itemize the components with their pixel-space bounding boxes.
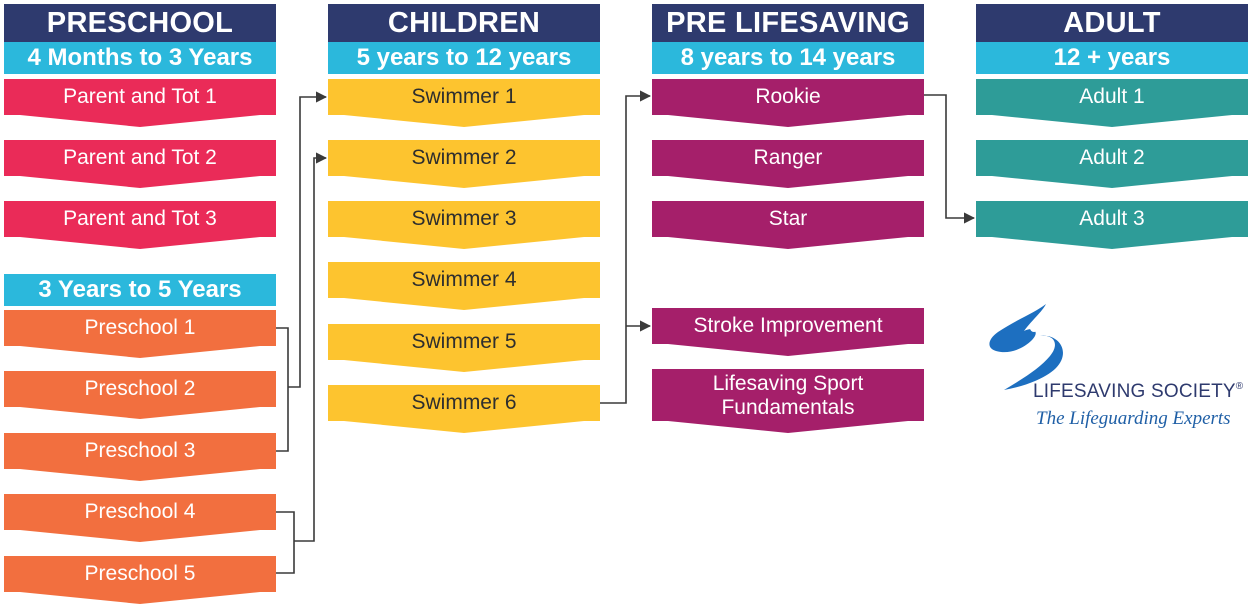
age-band-preschool: 3 Years to 5 Years bbox=[4, 274, 276, 306]
header-preschool: PRESCHOOL bbox=[4, 4, 276, 42]
logo-registered-mark: ® bbox=[1235, 381, 1244, 392]
level-label: Adult 2 bbox=[976, 140, 1248, 176]
chevron-down-icon bbox=[344, 360, 584, 372]
chevron-down-icon bbox=[20, 469, 260, 481]
level-ranger: Ranger bbox=[652, 140, 924, 188]
level-label: Adult 3 bbox=[976, 201, 1248, 237]
chevron-down-icon bbox=[20, 407, 260, 419]
level-preschool-1: Preschool 1 bbox=[4, 310, 276, 358]
level-preschool-2: Preschool 2 bbox=[4, 371, 276, 419]
level-adult-2: Adult 2 bbox=[976, 140, 1248, 188]
level-label: Preschool 1 bbox=[4, 310, 276, 346]
chevron-down-icon bbox=[344, 237, 584, 249]
header-pre-lifesaving: PRE LIFESAVING bbox=[652, 4, 924, 42]
chevron-down-icon bbox=[668, 421, 908, 433]
chevron-down-icon bbox=[20, 176, 260, 188]
chevron-down-icon bbox=[668, 344, 908, 356]
level-label: Preschool 5 bbox=[4, 556, 276, 592]
level-label: Parent and Tot 1 bbox=[4, 79, 276, 115]
bracket-preschool-4-5 bbox=[276, 511, 295, 574]
level-swimmer-5: Swimmer 5 bbox=[328, 324, 600, 372]
level-label: Preschool 3 bbox=[4, 433, 276, 469]
chevron-down-icon bbox=[668, 115, 908, 127]
connector-preschool-to-swimmer-2 bbox=[294, 152, 328, 542]
header-children: CHILDREN bbox=[328, 4, 600, 42]
logo-name: LIFESAVING SOCIETY® bbox=[1033, 381, 1243, 403]
level-label: Swimmer 1 bbox=[328, 79, 600, 115]
chevron-down-icon bbox=[668, 237, 908, 249]
chevron-down-icon bbox=[992, 237, 1232, 249]
logo-tagline: The Lifeguarding Experts bbox=[1036, 408, 1231, 429]
level-adult-3: Adult 3 bbox=[976, 201, 1248, 249]
chevron-down-icon bbox=[668, 176, 908, 188]
level-parent-and-tot-2: Parent and Tot 2 bbox=[4, 140, 276, 188]
level-swimmer-2: Swimmer 2 bbox=[328, 140, 600, 188]
level-preschool-5: Preschool 5 bbox=[4, 556, 276, 604]
chevron-down-icon bbox=[20, 592, 260, 604]
level-label: Ranger bbox=[652, 140, 924, 176]
header-adult: ADULT bbox=[976, 4, 1248, 42]
level-label: Parent and Tot 3 bbox=[4, 201, 276, 237]
bracket-preschool-1-3 bbox=[276, 327, 289, 452]
connector-swimmer-6-to-rookie bbox=[600, 90, 652, 404]
level-swimmer-1: Swimmer 1 bbox=[328, 79, 600, 127]
level-label: Adult 1 bbox=[976, 79, 1248, 115]
level-swimmer-3: Swimmer 3 bbox=[328, 201, 600, 249]
connector-preschool-to-swimmer-1 bbox=[288, 91, 328, 388]
level-lifesaving-sport-fundamentals: Lifesaving Sport Fundamentals bbox=[652, 369, 924, 433]
chevron-down-icon bbox=[992, 115, 1232, 127]
level-rookie: Rookie bbox=[652, 79, 924, 127]
level-label: Preschool 2 bbox=[4, 371, 276, 407]
chevron-down-icon bbox=[992, 176, 1232, 188]
level-preschool-4: Preschool 4 bbox=[4, 494, 276, 542]
swimmer-s-icon bbox=[989, 304, 1063, 390]
chevron-down-icon bbox=[344, 176, 584, 188]
level-parent-and-tot-1: Parent and Tot 1 bbox=[4, 79, 276, 127]
level-label: Swimmer 3 bbox=[328, 201, 600, 237]
logo-name-text: LIFESAVING SOCIETY bbox=[1033, 381, 1236, 402]
level-label: Swimmer 2 bbox=[328, 140, 600, 176]
level-label: Lifesaving Sport Fundamentals bbox=[652, 369, 924, 421]
level-label: Parent and Tot 2 bbox=[4, 140, 276, 176]
age-band-parent-tot: 4 Months to 3 Years bbox=[4, 42, 276, 74]
chevron-down-icon bbox=[20, 237, 260, 249]
level-swimmer-4: Swimmer 4 bbox=[328, 262, 600, 310]
level-adult-1: Adult 1 bbox=[976, 79, 1248, 127]
level-stroke-improvement: Stroke Improvement bbox=[652, 308, 924, 356]
age-band-children: 5 years to 12 years bbox=[328, 42, 600, 74]
connector-rookie-to-adult-3 bbox=[924, 94, 976, 224]
level-label: Star bbox=[652, 201, 924, 237]
chevron-down-icon bbox=[344, 115, 584, 127]
level-swimmer-6: Swimmer 6 bbox=[328, 385, 600, 433]
chevron-down-icon bbox=[344, 421, 584, 433]
level-label: Swimmer 5 bbox=[328, 324, 600, 360]
chevron-down-icon bbox=[20, 530, 260, 542]
chevron-down-icon bbox=[344, 298, 584, 310]
chevron-down-icon bbox=[20, 115, 260, 127]
level-preschool-3: Preschool 3 bbox=[4, 433, 276, 481]
level-label: Preschool 4 bbox=[4, 494, 276, 530]
chevron-down-icon bbox=[20, 346, 260, 358]
level-label: Swimmer 6 bbox=[328, 385, 600, 421]
level-label: Stroke Improvement bbox=[652, 308, 924, 344]
age-band-pre-lifesaving: 8 years to 14 years bbox=[652, 42, 924, 74]
level-parent-and-tot-3: Parent and Tot 3 bbox=[4, 201, 276, 249]
age-band-adult: 12 + years bbox=[976, 42, 1248, 74]
level-label: Swimmer 4 bbox=[328, 262, 600, 298]
level-star: Star bbox=[652, 201, 924, 249]
level-label: Rookie bbox=[652, 79, 924, 115]
